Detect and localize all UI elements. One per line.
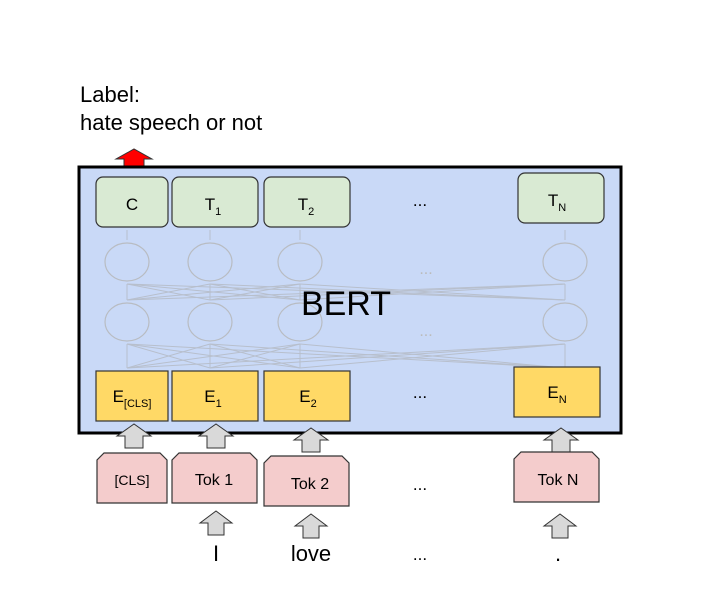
neuron-node — [104, 242, 150, 282]
network-edge — [299, 283, 566, 301]
label-title: Label: — [80, 82, 140, 107]
up-arrow-icon — [293, 513, 329, 539]
neuron-node — [187, 302, 233, 342]
word-love: love — [291, 541, 331, 566]
token-cls: [CLS] — [96, 452, 168, 504]
up-arrow-icon — [197, 423, 235, 449]
output-t1: T1 — [171, 176, 259, 228]
network-connections — [126, 230, 566, 369]
svg-text:T1: T1 — [205, 195, 222, 218]
svg-text:EN: EN — [547, 383, 566, 406]
svg-text:E2: E2 — [299, 387, 316, 410]
svg-text:Tok N: Tok N — [538, 472, 579, 489]
model-name: BERT — [301, 285, 391, 323]
token-arrows — [115, 423, 580, 453]
embedding-ellipsis: ... — [413, 383, 427, 402]
label-value: hate speech or not — [80, 110, 262, 135]
svg-text:E[CLS]: E[CLS] — [113, 387, 152, 410]
network-edge — [126, 343, 211, 369]
token-n: Tok N — [513, 451, 600, 503]
word-period: . — [555, 541, 561, 566]
neuron-node — [104, 302, 150, 342]
neuron-node — [277, 242, 323, 282]
network-edge — [126, 283, 211, 301]
network-edge — [126, 343, 566, 369]
up-arrow-icon — [115, 423, 153, 449]
word-arrows — [198, 510, 578, 539]
output-c: C — [95, 176, 169, 228]
output-t2: T2 — [263, 176, 351, 228]
svg-text:Tok 2: Tok 2 — [291, 476, 329, 493]
output-ellipsis: ... — [413, 191, 427, 210]
token-2: Tok 2 — [263, 455, 350, 507]
svg-text:E1: E1 — [204, 387, 221, 410]
network-edge — [299, 343, 566, 369]
network-edge — [209, 283, 566, 301]
neuron-node — [277, 302, 323, 342]
svg-text:Tok 1: Tok 1 — [195, 472, 233, 489]
output-tn: TN — [517, 172, 605, 224]
network-edge — [126, 283, 301, 301]
network-edge — [126, 283, 566, 301]
network-ellipsis-upper: ... — [419, 261, 432, 278]
up-arrow-icon — [542, 513, 578, 539]
network-edge — [209, 343, 566, 369]
token-1: Tok 1 — [171, 452, 258, 504]
neuron-node — [542, 302, 588, 342]
word-ellipsis: ... — [413, 545, 427, 564]
embedding-en: EN — [513, 366, 601, 418]
word-i: I — [213, 541, 219, 566]
network-edge — [126, 343, 301, 369]
network-edge — [209, 283, 301, 301]
svg-text:TN: TN — [548, 191, 566, 214]
output-arrow-icon — [114, 148, 154, 169]
svg-text:C: C — [126, 195, 138, 214]
embedding-e1: E1 — [171, 370, 259, 422]
up-arrow-icon — [542, 427, 580, 453]
embedding-cls: E[CLS] — [95, 370, 169, 422]
up-arrow-icon — [292, 427, 330, 453]
neuron-node — [542, 242, 588, 282]
token-ellipsis: ... — [413, 475, 427, 494]
embedding-e2: E2 — [263, 370, 351, 422]
up-arrow-icon — [198, 510, 234, 536]
neuron-node — [187, 242, 233, 282]
network-ellipsis-lower: ... — [419, 323, 432, 340]
network-neurons — [104, 242, 588, 342]
network-edge — [209, 343, 301, 369]
svg-text:T2: T2 — [298, 195, 315, 218]
svg-text:[CLS]: [CLS] — [114, 472, 149, 488]
